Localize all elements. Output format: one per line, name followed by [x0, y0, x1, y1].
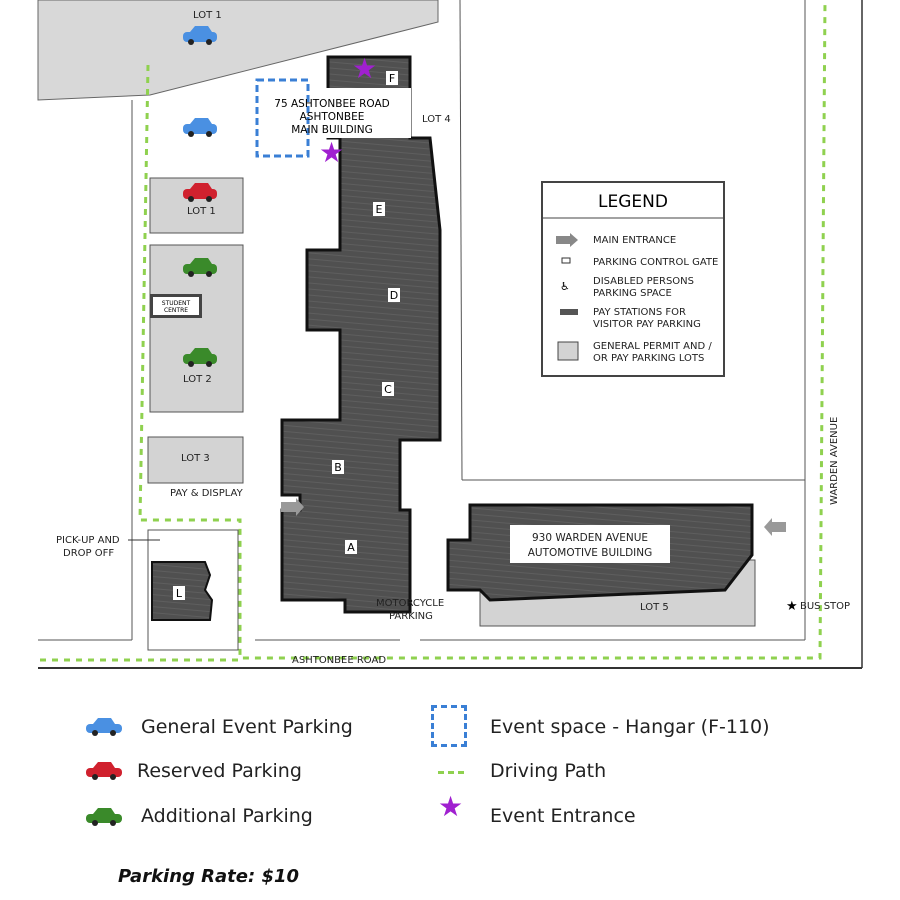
section-b: B	[334, 461, 342, 474]
legend-lots-2: OR PAY PARKING LOTS	[593, 353, 704, 364]
car-icon-additional	[183, 348, 217, 367]
label-pickup-1: PICK-UP AND	[56, 535, 120, 546]
key-reserved-parking: Reserved Parking	[137, 760, 302, 782]
section-c: C	[384, 383, 392, 396]
parking-rate: Parking Rate: $10	[118, 866, 300, 887]
label-auto-building-1: 930 WARDEN AVENUE	[532, 532, 648, 544]
key-event-entrance: Event Entrance	[490, 805, 636, 827]
car-icon-general	[183, 26, 217, 45]
section-f: F	[389, 72, 395, 85]
additional-parking-car-icon	[86, 808, 122, 826]
label-main-building-1: 75 ASHTONBEE ROAD	[274, 98, 389, 110]
legend-gate: PARKING CONTROL GATE	[593, 257, 718, 268]
label-lot2: LOT 2	[183, 374, 212, 385]
label-auto-building-2: AUTOMOTIVE BUILDING	[528, 547, 653, 559]
car-icon-additional	[183, 258, 217, 277]
section-l: L	[176, 587, 183, 600]
legend-main-entrance: MAIN ENTRANCE	[593, 235, 676, 246]
label-lot4: LOT 4	[422, 114, 451, 125]
label-lot1: LOT 1	[187, 206, 216, 217]
event-space-icon	[431, 705, 467, 747]
wheelchair-icon: ♿	[560, 280, 570, 293]
label-pickup-2: DROP OFF	[63, 548, 114, 559]
label-student-centre-1: STUDENT	[162, 300, 191, 307]
event-space-hangar	[255, 78, 310, 158]
key-additional-parking: Additional Parking	[141, 805, 313, 827]
legend-lots-1: GENERAL PERMIT AND /	[593, 341, 712, 352]
arrow-icon	[556, 233, 578, 247]
label-pay-display: PAY & DISPLAY	[170, 488, 244, 499]
legend-pay-2: VISITOR PAY PARKING	[593, 319, 701, 330]
event-entrance-star: ★	[352, 52, 377, 85]
key-event-space: Event space - Hangar (F-110)	[490, 716, 770, 738]
section-a: A	[347, 541, 355, 554]
label-main-building-3: MAIN BUILDING	[291, 124, 373, 136]
label-main-building-2: ASHTONBEE	[300, 111, 365, 123]
main-entrance-arrow	[281, 498, 304, 516]
key-general-parking: General Event Parking	[141, 716, 353, 738]
lot-1-top-area	[37, 0, 439, 101]
lot-3	[147, 436, 244, 484]
label-ashtonbee-road: ASHTONBEE ROAD	[292, 655, 386, 666]
lot-swatch-icon	[557, 341, 579, 361]
label-warden-avenue: WARDEN AVENUE	[829, 417, 840, 505]
driving-path	[138, 0, 827, 660]
driving-path-icon	[438, 771, 464, 774]
main-building	[280, 55, 442, 614]
gate-icon	[561, 257, 571, 264]
label-bus-stop: BUS STOP	[800, 601, 850, 612]
key-driving-path: Driving Path	[490, 760, 607, 782]
label-lot1-top: LOT 1	[193, 10, 222, 21]
star-icon: ★	[438, 791, 464, 822]
label-motorcycle-2: PARKING	[389, 611, 433, 622]
map-legend: LEGEND MAIN ENTRANCE PARKING CONTROL GAT…	[541, 181, 725, 377]
bus-stop-icon: ★	[786, 599, 798, 614]
legend-disabled-1: DISABLED PERSONS	[593, 276, 694, 287]
label-lot5: LOT 5	[640, 602, 669, 613]
legend-pay-1: PAY STATIONS FOR	[593, 307, 686, 318]
auto-entrance-arrow	[764, 518, 786, 536]
pay-station-icon	[560, 309, 578, 315]
section-d: D	[390, 289, 398, 302]
car-icon-general	[183, 118, 217, 137]
legend-title: LEGEND	[598, 192, 668, 212]
legend-disabled-2: PARKING SPACE	[593, 288, 672, 299]
campus-map: LEGEND MAIN ENTRANCE PARKING CONTROL GAT…	[37, 0, 863, 669]
reserved-parking-car-icon	[86, 762, 122, 780]
section-e: E	[376, 203, 383, 216]
car-icon-reserved	[183, 183, 217, 202]
label-lot3: LOT 3	[181, 453, 210, 464]
label-motorcycle-1: MOTORCYCLE	[376, 598, 444, 609]
general-parking-car-icon	[86, 718, 122, 736]
event-entrance-star: ★	[319, 136, 344, 169]
label-student-centre-2: CENTRE	[164, 307, 188, 314]
